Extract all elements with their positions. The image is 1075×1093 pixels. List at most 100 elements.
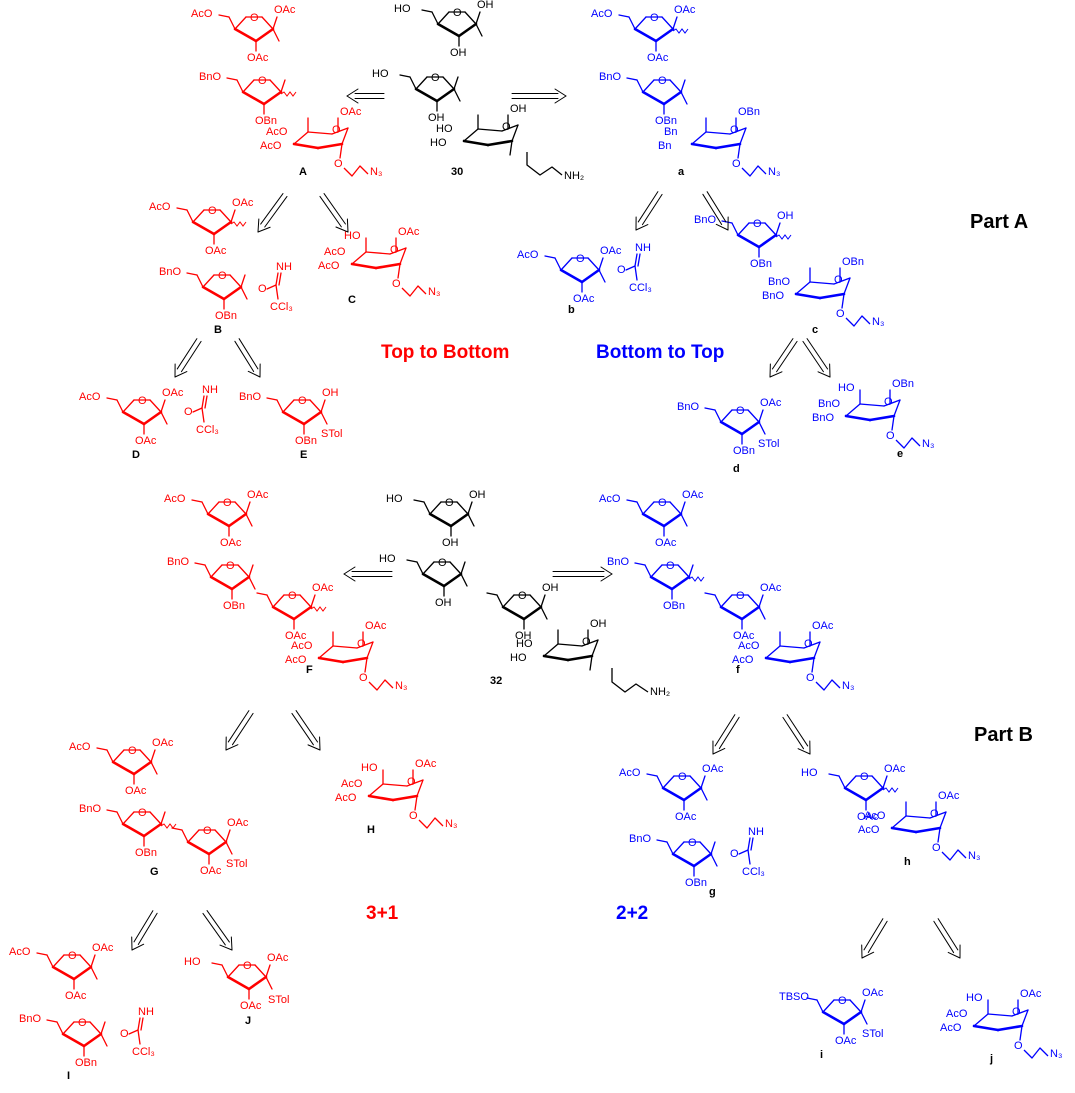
furanose-ring xyxy=(646,773,708,811)
atom-label-aco: AcO xyxy=(732,654,754,666)
bond xyxy=(509,140,513,156)
bond xyxy=(323,193,346,225)
bond xyxy=(331,127,349,135)
bond xyxy=(972,1024,1000,1032)
atom-label-o: O xyxy=(834,274,843,286)
bond xyxy=(219,209,232,223)
atom-label-nh2: NH₂ xyxy=(564,170,585,182)
bond xyxy=(758,594,764,608)
bond xyxy=(207,840,228,856)
bond xyxy=(257,218,260,233)
bond xyxy=(626,499,638,503)
atom-label-o: O xyxy=(208,205,217,217)
pyranose-ring xyxy=(350,237,427,297)
bond xyxy=(368,783,384,797)
bond xyxy=(260,193,284,225)
atom-label-aco: AcO xyxy=(619,767,641,779)
atom-label-bno: BnO xyxy=(818,398,841,410)
furanose-ring xyxy=(626,499,688,537)
bond xyxy=(292,605,313,621)
bond xyxy=(186,840,211,856)
bond xyxy=(364,657,368,673)
bond xyxy=(423,501,431,515)
furanose-ring xyxy=(806,997,868,1035)
atom-label-o: O xyxy=(502,121,511,133)
trichloroacetimidate xyxy=(266,272,282,300)
bond xyxy=(765,645,781,659)
atom-label-aco: AcO xyxy=(285,654,307,666)
bond xyxy=(891,415,895,431)
atom-label-oac: OAc xyxy=(267,952,289,964)
atom-label-o: O xyxy=(658,75,667,87)
bond xyxy=(747,837,751,851)
bond xyxy=(171,827,183,831)
atom-label-o: O xyxy=(258,75,267,87)
atom-label-obn: OBn xyxy=(135,847,158,859)
retrosynthetic-arrow xyxy=(346,88,385,104)
atom-label-o: O xyxy=(138,395,147,407)
retrosynthetic-arrow xyxy=(343,566,393,582)
bond xyxy=(140,1017,144,1031)
furanose-ring xyxy=(106,397,168,435)
bond xyxy=(137,1017,141,1031)
furanose-ring xyxy=(186,272,248,310)
atom-label-stol: STol xyxy=(321,428,343,440)
atom-label-stol: STol xyxy=(862,1028,884,1040)
pyranose-ring xyxy=(542,629,599,671)
bond xyxy=(764,222,777,236)
atom-label-oac: OAc xyxy=(365,620,387,632)
bond xyxy=(121,822,146,838)
bond xyxy=(196,274,204,288)
bond xyxy=(79,954,92,968)
bond xyxy=(996,1024,1024,1032)
bond xyxy=(160,411,168,425)
bond xyxy=(794,292,822,300)
bond xyxy=(486,139,514,147)
atom-label-nh: NH xyxy=(748,826,764,838)
furanose-ring xyxy=(266,397,328,435)
bond xyxy=(636,79,644,93)
atom-label-o: O xyxy=(128,745,137,757)
bond xyxy=(56,1021,64,1035)
atom-label-aco: AcO xyxy=(599,493,621,505)
bond xyxy=(691,131,707,145)
bond xyxy=(207,501,220,515)
bond xyxy=(501,605,526,621)
wavy-bond xyxy=(280,91,297,97)
bond xyxy=(680,91,688,105)
compound-label-a: a xyxy=(678,166,685,178)
atom-label-o: O xyxy=(860,771,869,783)
bond xyxy=(230,936,233,951)
atom-label-obn: OBn xyxy=(733,445,756,457)
bond xyxy=(600,573,613,582)
bond xyxy=(641,193,663,226)
bond xyxy=(416,561,424,575)
atom-label-ho: HO xyxy=(344,230,361,242)
bond xyxy=(635,224,649,231)
bond xyxy=(849,999,862,1013)
bond xyxy=(365,251,391,255)
atom-label-ho: HO xyxy=(184,956,201,968)
atom-label-oac: OAc xyxy=(227,817,249,829)
bond xyxy=(299,594,312,608)
atom-label-oac: OAc xyxy=(647,52,669,64)
compound-label-f: f xyxy=(736,664,740,676)
retrosynthetic-arrow xyxy=(702,191,729,231)
atom-label-bno: BnO xyxy=(812,412,835,424)
bond xyxy=(100,1021,106,1035)
bond xyxy=(747,849,751,865)
atom-label-aco: AcO xyxy=(324,246,346,258)
bond xyxy=(356,641,374,649)
bond xyxy=(46,1019,58,1023)
bond xyxy=(669,79,682,93)
pyranose-ring xyxy=(317,631,394,691)
bond xyxy=(241,90,266,106)
atom-label-ho: HO xyxy=(430,137,447,149)
bond xyxy=(692,852,713,868)
retrosynthetic-arrow xyxy=(131,910,158,951)
atom-label-oac: OAc xyxy=(862,987,884,999)
retrosynthetic-arrow xyxy=(933,918,961,959)
bond xyxy=(587,257,600,271)
bond-path xyxy=(401,285,427,297)
retrosynthetic-arrow xyxy=(782,714,811,755)
